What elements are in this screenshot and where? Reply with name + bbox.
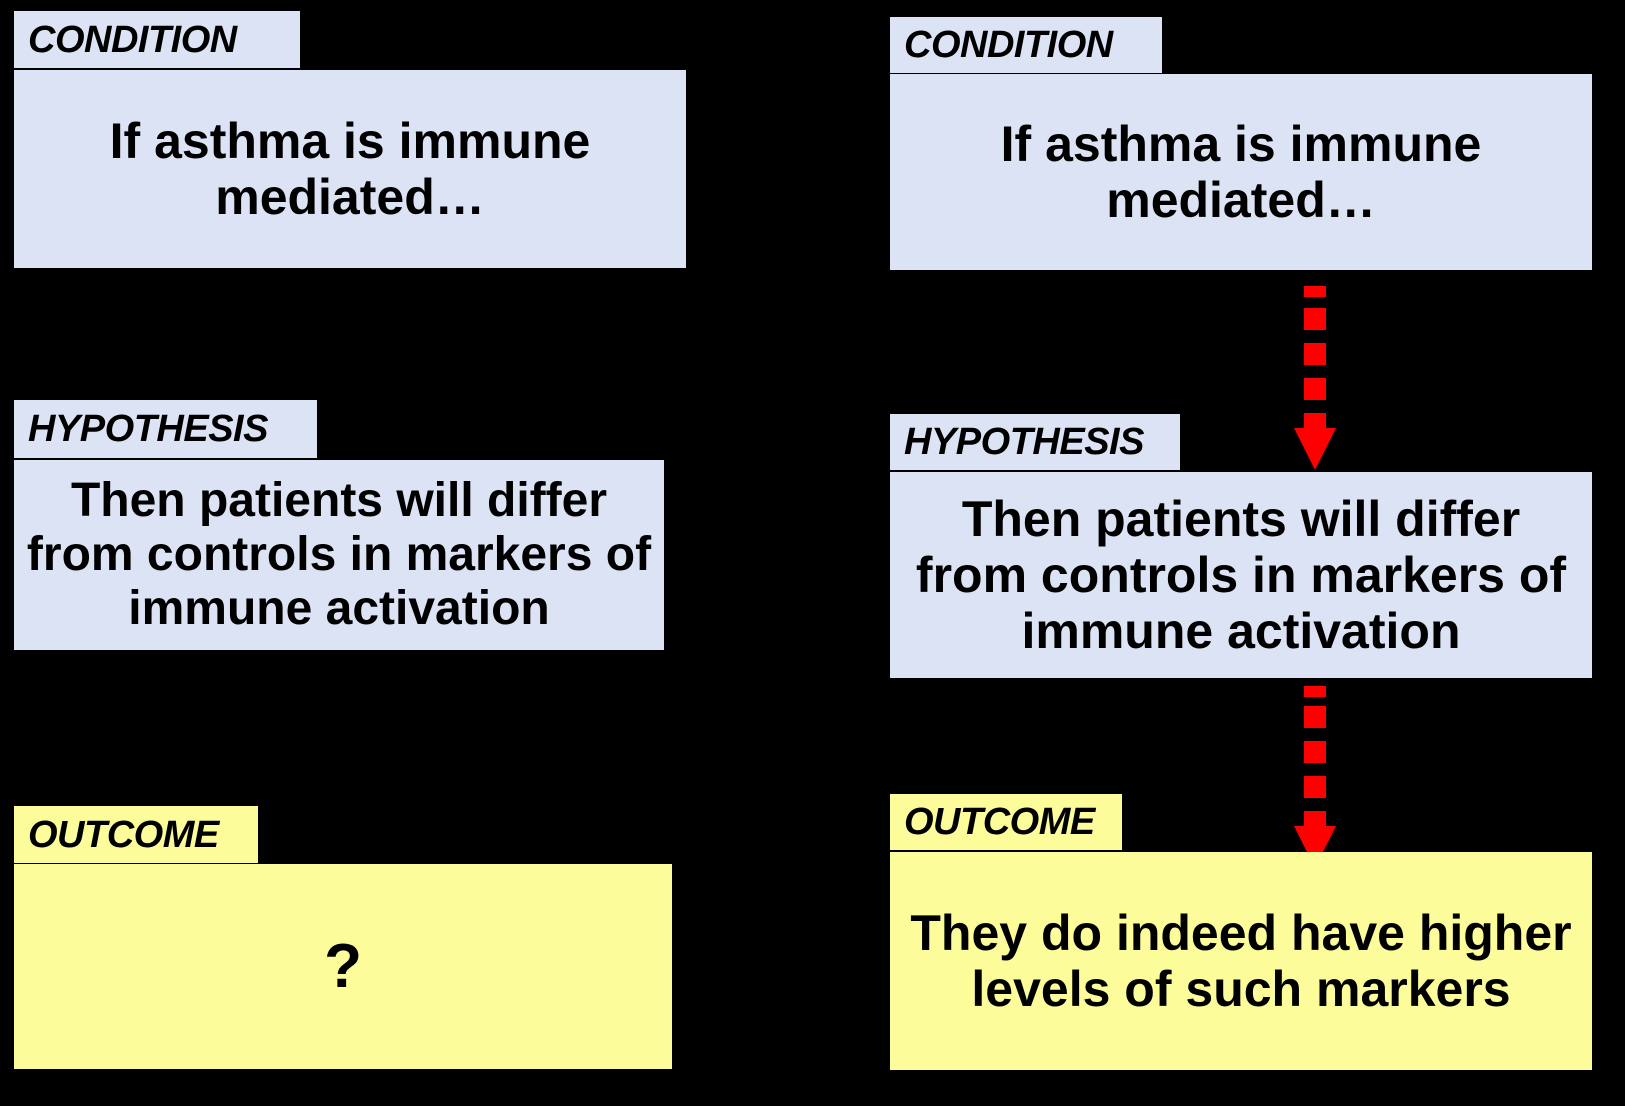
right-condition-tag: CONDITION <box>890 17 1162 73</box>
right-hypothesis-box: Then patients will differ from controls … <box>890 472 1592 678</box>
arrow-dash <box>1304 706 1326 728</box>
right-outcome-box: They do indeed have higher levels of suc… <box>890 852 1592 1070</box>
hypothesis-to-outcome-arrow <box>1294 686 1336 868</box>
left-hypothesis-box: Then patients will differ from controls … <box>14 460 664 650</box>
left-outcome-tag: OUTCOME <box>14 806 258 863</box>
arrow-dash <box>1304 741 1326 763</box>
arrow-dash <box>1304 686 1326 697</box>
right-outcome-tag: OUTCOME <box>890 794 1122 850</box>
right-hypothesis-text: Then patients will differ from controls … <box>915 491 1567 659</box>
right-condition-box: If asthma is immune mediated… <box>890 74 1592 270</box>
arrow-dash <box>1304 343 1326 365</box>
arrow-dash <box>1304 308 1326 330</box>
condition-to-hypothesis-arrow <box>1294 286 1336 470</box>
left-hypothesis-text: Then patients will differ from controls … <box>26 474 652 635</box>
left-condition-box: If asthma is immune mediated… <box>14 70 686 268</box>
right-outcome-text: They do indeed have higher levels of suc… <box>910 905 1572 1017</box>
arrow-dash <box>1304 776 1326 798</box>
arrow-dash <box>1304 378 1326 400</box>
arrow-dash <box>1304 286 1326 297</box>
left-outcome-box: ? <box>14 864 672 1069</box>
left-condition-tag: CONDITION <box>14 11 300 68</box>
left-condition-text: If asthma is immune mediated… <box>109 113 591 225</box>
arrow-head-icon <box>1294 428 1336 470</box>
left-outcome-text: ? <box>324 931 362 1001</box>
left-hypothesis-tag: HYPOTHESIS <box>14 400 317 458</box>
right-hypothesis-tag: HYPOTHESIS <box>890 414 1180 470</box>
right-condition-text: If asthma is immune mediated… <box>1000 116 1482 228</box>
